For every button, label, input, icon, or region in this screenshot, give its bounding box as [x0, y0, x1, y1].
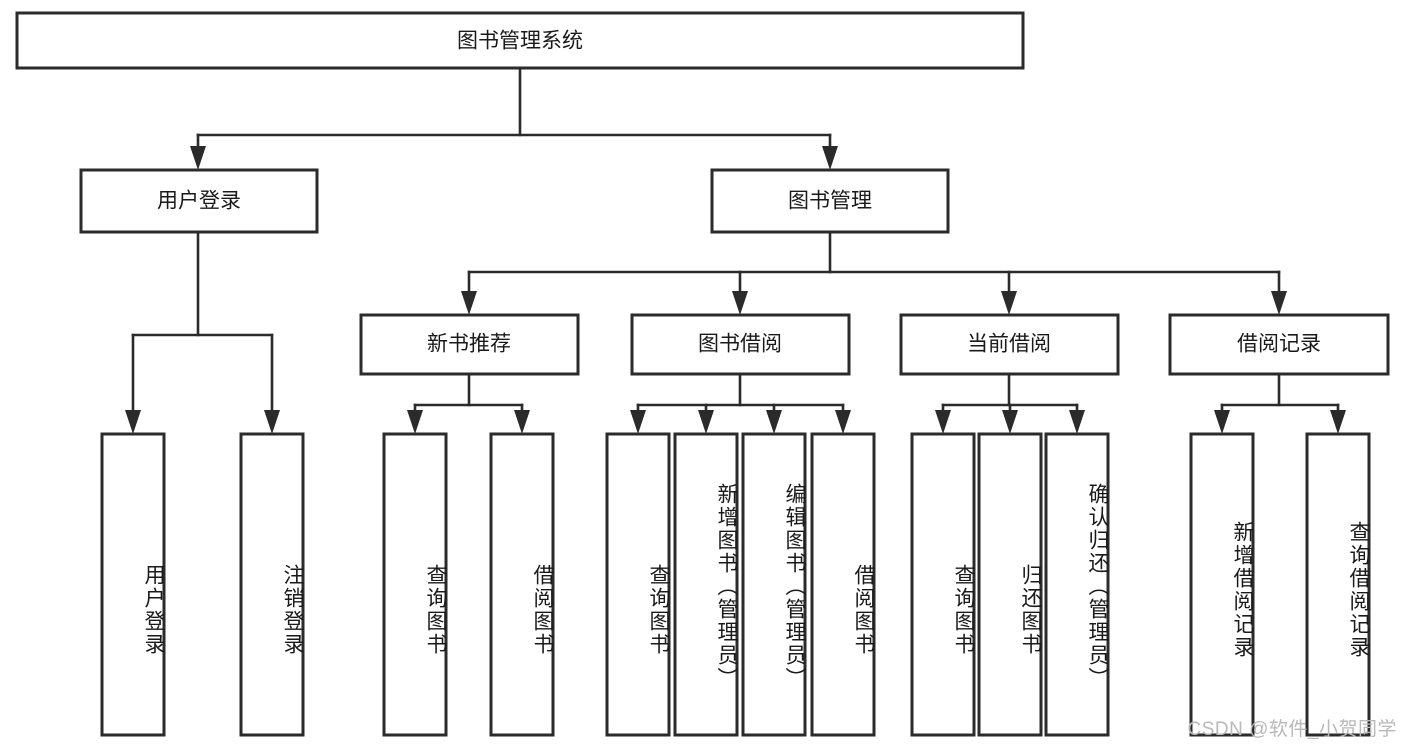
- arrow-head-icon: [407, 410, 423, 434]
- arrow-head-icon: [264, 410, 280, 434]
- node-box-leaf-borrow-book-2[interactable]: [810, 432, 876, 737]
- node-label-root: 图书管理系统: [457, 30, 583, 53]
- node-label-book-management: 图书管理: [788, 190, 872, 213]
- node-boxes: 图书管理系统 用户登录 图书管理 新书推荐 图书借阅 当前借阅 借阅记录: [15, 11, 1390, 737]
- node-box-leaf-add-record[interactable]: [1189, 432, 1255, 737]
- node-label-new-book-recommend: 新书推荐: [427, 333, 511, 356]
- node-box-leaf-return-book[interactable]: [977, 432, 1043, 737]
- arrow-head-icon: [1214, 410, 1230, 434]
- node-box-leaf-query-book-3[interactable]: [910, 432, 976, 737]
- node-box-leaf-query-book-2[interactable]: [605, 432, 671, 737]
- arrow-head-icon: [125, 410, 141, 434]
- node-box-leaf-edit-book[interactable]: [741, 432, 807, 737]
- node-box-leaf-query-record[interactable]: [1305, 432, 1371, 737]
- arrow-head-icon: [698, 410, 714, 434]
- arrow-head-icon: [190, 146, 206, 170]
- node-box-new-book-recommend[interactable]: [359, 313, 580, 376]
- node-box-book-borrow[interactable]: [630, 313, 851, 376]
- node-box-user-login[interactable]: [79, 168, 319, 234]
- arrow-head-icon: [1001, 291, 1017, 315]
- arrow-head-icon: [461, 291, 477, 315]
- arrow-head-icon: [822, 146, 838, 170]
- node-box-root[interactable]: [15, 11, 1025, 70]
- arrow-head-icon: [1271, 291, 1287, 315]
- arrow-head-icon: [1069, 410, 1085, 434]
- node-box-leaf-user-login[interactable]: [100, 432, 166, 737]
- arrow-head-icon: [732, 291, 748, 315]
- node-label-user-login: 用户登录: [157, 190, 241, 213]
- node-box-book-management[interactable]: [710, 168, 950, 234]
- connector-group: [125, 66, 1346, 434]
- arrow-head-icon: [766, 410, 782, 434]
- node-label-book-borrow: 图书借阅: [698, 333, 782, 356]
- node-label-borrow-record: 借阅记录: [1237, 333, 1321, 356]
- node-box-leaf-logout[interactable]: [239, 432, 305, 737]
- node-box-leaf-borrow-book-1[interactable]: [489, 432, 555, 737]
- arrow-head-icon: [630, 410, 646, 434]
- node-box-borrow-record[interactable]: [1168, 313, 1390, 376]
- node-box-leaf-query-book-1[interactable]: [382, 432, 448, 737]
- arrow-head-icon: [1330, 410, 1346, 434]
- watermark-text: CSDN @软件_小贺同学: [1187, 719, 1397, 740]
- arrow-head-icon: [835, 410, 851, 434]
- node-box-leaf-add-book[interactable]: [673, 432, 739, 737]
- node-box-current-borrow[interactable]: [899, 313, 1120, 376]
- arrow-head-icon: [514, 410, 530, 434]
- arrow-head-icon: [935, 410, 951, 434]
- node-box-leaf-confirm-return[interactable]: [1044, 432, 1110, 737]
- node-label-current-borrow: 当前借阅: [967, 333, 1051, 356]
- arrow-head-icon: [1002, 410, 1018, 434]
